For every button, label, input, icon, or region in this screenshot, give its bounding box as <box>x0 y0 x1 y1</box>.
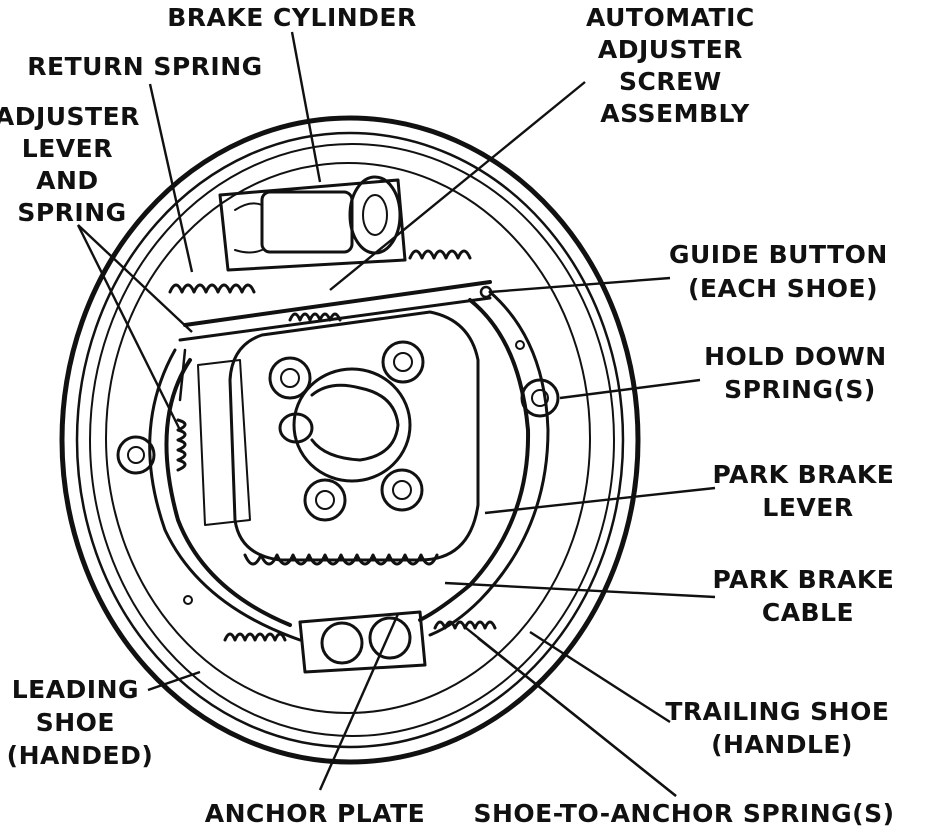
label-park-brake-lever: PARK BRAKE LEVER <box>712 460 903 522</box>
label-automatic-adjuster: AUTOMATIC ADJUSTER SCREW ASSEMBLY <box>586 3 764 128</box>
anchor-plate-assembly <box>223 610 497 674</box>
return-springs <box>168 249 472 294</box>
leader-automatic-adjuster <box>329 81 586 291</box>
leader-shoe-anchor-b <box>477 637 677 797</box>
leader-anchor-plate <box>318 613 400 791</box>
label-adjuster-lever-spring: ADJUSTER LEVER AND SPRING <box>0 102 149 227</box>
label-anchor-plate: ANCHOR PLATE <box>205 799 426 828</box>
adjuster-lever-spring <box>176 348 187 472</box>
leader-return-spring <box>148 83 194 273</box>
label-brake-cylinder: BRAKE CYLINDER <box>167 3 417 32</box>
label-trailing-shoe: TRAILING SHOE (HANDLE) <box>665 697 898 759</box>
adjuster-screw <box>178 280 492 342</box>
label-shoe-to-anchor-spring: SHOE-TO-ANCHOR SPRING(S) <box>473 799 894 828</box>
backing-plate <box>59 115 641 765</box>
leader-guide-button <box>489 276 671 294</box>
leader-trailing-shoe <box>529 630 671 724</box>
leader-adjuster-lever-a <box>77 224 193 333</box>
label-leading-shoe: LEADING SHOE (HANDED) <box>7 675 154 770</box>
label-hold-down-spring: HOLD DOWN SPRING(S) <box>704 342 896 404</box>
leader-lines <box>76 31 716 797</box>
label-guide-button: GUIDE BUTTON (EACH SHOE) <box>669 240 897 303</box>
leader-leading-shoe <box>147 670 201 692</box>
hold-down-springs <box>116 378 560 475</box>
leader-hold-down-spring <box>559 378 701 400</box>
lug-nuts <box>268 340 425 522</box>
brake-cylinder <box>218 175 407 272</box>
leader-park-brake-cable <box>444 581 716 599</box>
leader-park-brake-lever <box>484 486 716 515</box>
callout-labels: BRAKE CYLINDER RETURN SPRING ADJUSTER LE… <box>0 3 903 828</box>
label-return-spring: RETURN SPRING <box>27 52 262 81</box>
leader-adjuster-lever-b <box>76 224 182 431</box>
leader-brake-cylinder <box>290 31 322 183</box>
brake-shoes <box>148 290 550 642</box>
label-park-brake-cable: PARK BRAKE CABLE <box>712 565 903 627</box>
hub-plate <box>197 310 480 562</box>
park-brake-cable-spring <box>243 553 439 566</box>
drum-brake-illustration <box>59 115 641 765</box>
